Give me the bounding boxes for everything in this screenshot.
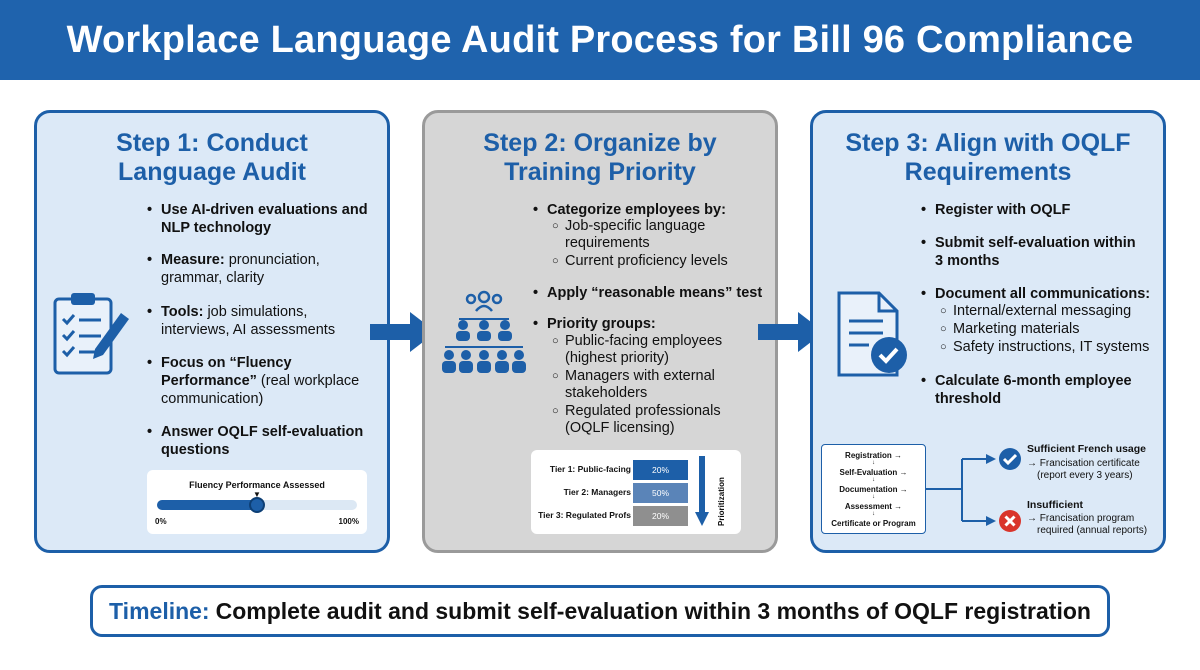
step3-title: Step 3: Align with OQLF Requirements	[845, 129, 1131, 186]
step3-bullet-3: •Document all communications:	[921, 286, 1151, 302]
fluency-fill	[157, 500, 257, 510]
step2-bullet-2: •Apply “reasonable means” test	[533, 285, 763, 301]
fluency-min-label: 0%	[155, 517, 167, 526]
tier-value: 50%	[633, 483, 688, 503]
step1-bullet-3: • Tools: job simulations, interviews, AI…	[147, 304, 336, 338]
tier-row: Tier 3: Regulated Profs 20%	[531, 506, 691, 526]
step1-card: Step 1: Conduct Language Audit • Use AI-…	[34, 110, 390, 553]
step1-title: Step 1: Conduct Language Audit	[116, 129, 308, 186]
arrow-right-icon	[758, 312, 824, 352]
outcome-insufficient-title: Insufficient	[1027, 499, 1084, 511]
x-circle-icon	[999, 510, 1021, 532]
outcome-sufficient-detail: → Francisation certificate (report every…	[1027, 458, 1140, 481]
fluency-performance-bar: Fluency Performance Assessed ▼ 0% 100%	[147, 470, 367, 534]
fluency-title: Fluency Performance Assessed	[189, 480, 325, 490]
step3-sub-3: ○Safety instructions, IT systems	[940, 339, 1150, 355]
step2-card: Step 2: Organize by Training Priority •C…	[422, 110, 778, 553]
step2-sub-2: ○Current proficiency levels	[552, 253, 728, 269]
step2-bullet-1: •Categorize employees by:	[533, 202, 726, 218]
tier-value: 20%	[633, 460, 688, 480]
step3-bullet-1: •Register with OQLF	[921, 202, 1071, 218]
prioritization-axis-label: Prioritization	[717, 477, 726, 526]
step1-bullet-1: • Use AI-driven evaluations and NLP tech…	[147, 202, 368, 236]
fluency-max-label: 100%	[338, 517, 359, 526]
tier-row: Tier 2: Managers 50%	[531, 483, 691, 503]
fluency-marker-icon: ▼	[253, 490, 261, 499]
oqlf-process-flow: Registration → ↓ Self-Evaluation → ↓ Doc…	[821, 444, 926, 534]
check-circle-icon	[999, 448, 1021, 470]
step2-sub-5: ○Regulated professionals(OQLF licensing)	[552, 403, 721, 436]
timeline-banner: Timeline: Complete audit and submit self…	[90, 585, 1110, 637]
step1-bullet-2: • Measure: pronunciation, grammar, clari…	[147, 252, 320, 286]
step1-bullet-4: • Focus on “Fluency Performance” (real w…	[147, 355, 360, 407]
step3-card: Step 3: Align with OQLF Requirements •Re…	[810, 110, 1166, 553]
fluency-knob	[249, 497, 265, 513]
step2-sub-3: ○Public-facing employees(highest priorit…	[552, 333, 723, 366]
tier-priority-table: Tier 1: Public-facing 20% Tier 2: Manage…	[531, 450, 741, 534]
timeline-text: Complete audit and submit self-evaluatio…	[215, 597, 1091, 624]
document-check-icon	[837, 291, 907, 377]
branch-connector	[926, 454, 996, 526]
step2-title: Step 2: Organize by Training Priority	[483, 129, 717, 186]
people-hierarchy-icon	[442, 290, 526, 373]
outcome-sufficient-title: Sufficient French usage	[1027, 443, 1147, 455]
step3-sub-1: ○Internal/external messaging	[940, 303, 1132, 319]
step2-bullet-3: •Priority groups:	[533, 316, 656, 332]
timeline-label: Timeline:	[109, 597, 210, 624]
arrow-right-icon	[370, 312, 436, 352]
page-title: Workplace Language Audit Process for Bil…	[0, 0, 1200, 80]
fluency-track: ▼	[157, 490, 357, 513]
tier-value: 20%	[633, 506, 688, 526]
outcome-insufficient-detail: → Francisation program required (annual …	[1027, 513, 1148, 536]
step1-bullet-5: • Answer OQLF self-evaluation questions	[147, 424, 364, 458]
step3-sub-2: ○Marketing materials	[940, 321, 1080, 337]
tier-row: Tier 1: Public-facing 20%	[531, 460, 691, 480]
clipboard-checklist-icon	[53, 293, 129, 375]
arrow-down-icon	[695, 456, 709, 526]
